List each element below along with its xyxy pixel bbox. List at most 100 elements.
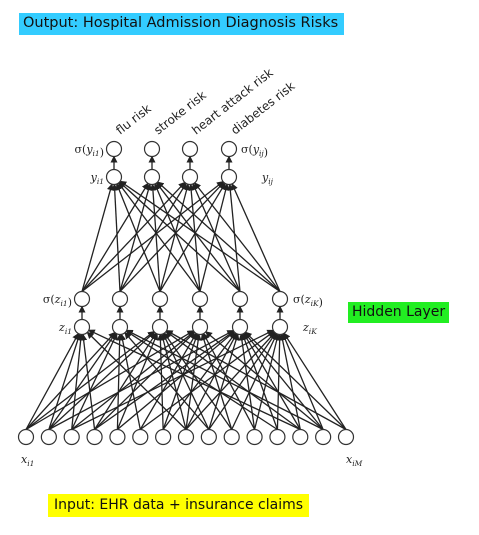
- input-node: [63, 428, 80, 446]
- input-hidden-edge: [208, 333, 240, 430]
- input-node: [86, 428, 103, 446]
- hidden-linear-node: [191, 318, 209, 336]
- input-node: [109, 428, 126, 446]
- output-sigmoid-node: [220, 140, 238, 158]
- input-node: [269, 428, 286, 446]
- hidden-output-edge: [119, 181, 225, 292]
- input-hidden-edge: [80, 333, 96, 430]
- math-label-y-last: yij: [261, 171, 274, 186]
- hidden-output-edge: [117, 182, 201, 292]
- input-hidden-edge: [185, 333, 202, 430]
- input-hidden-edge: [25, 331, 116, 430]
- input-hidden-edge: [71, 332, 118, 430]
- input-text: Input: EHR data + insurance claims: [54, 497, 304, 513]
- hidden-output-edge: [194, 182, 281, 292]
- input-hidden-edge: [165, 330, 347, 431]
- input-hidden-edge: [124, 331, 210, 430]
- hidden-layer-banner: Hidden Layer: [348, 302, 450, 323]
- input-hidden-edge: [156, 333, 164, 430]
- hidden-output-edge: [119, 182, 187, 292]
- math-label-y-first: yi1: [90, 171, 104, 186]
- hidden-linear-node: [151, 318, 169, 336]
- output-risk-label: flu risk: [113, 101, 154, 137]
- output-linear-node: [143, 168, 161, 186]
- hidden-output-edge: [149, 183, 161, 292]
- math-label-x-last: xiM: [346, 453, 363, 468]
- math-label-sigma-y-first: σ(yi1): [75, 143, 105, 159]
- input-node: [292, 428, 309, 446]
- hidden-output-edge: [231, 182, 281, 292]
- output-linear-node: [105, 168, 123, 186]
- input-hidden-edge: [119, 333, 141, 430]
- input-banner: Input: EHR data + insurance claims: [48, 494, 310, 517]
- hidden-output-edge: [226, 183, 241, 292]
- input-hidden-edge: [87, 329, 301, 431]
- hidden-output-edge: [199, 183, 230, 292]
- input-hidden-edge: [116, 333, 124, 430]
- hidden-output-edge: [111, 183, 121, 292]
- hidden-output-edge: [81, 180, 224, 293]
- node-pair-links: [78, 155, 284, 320]
- input-hidden-edge: [204, 331, 324, 430]
- input-hidden-edge: [71, 333, 85, 430]
- input-node: [223, 428, 240, 446]
- hidden-sigmoid-node: [73, 290, 91, 308]
- input-node: [246, 428, 263, 446]
- output-title-banner: Output: Hospital Admission Diagnosis Ris…: [19, 13, 345, 35]
- output-sigmoid-node: [181, 140, 199, 158]
- input-node: [337, 428, 355, 446]
- math-label-x-first: xi1: [21, 453, 34, 468]
- output-linear-node: [181, 168, 199, 186]
- hidden-output-edge: [119, 183, 152, 292]
- input-hidden-edge: [139, 332, 197, 430]
- math-label-z-last: ziK: [302, 321, 317, 336]
- hidden-output-edge: [153, 182, 201, 292]
- hidden-output-edge: [155, 182, 241, 292]
- math-label-z-first: zi1: [58, 321, 72, 336]
- hidden-linear-node: [231, 318, 249, 336]
- input-hidden-edge: [162, 332, 237, 430]
- input-node: [17, 428, 35, 446]
- input-node: [177, 428, 195, 446]
- hidden-output-edge: [118, 181, 241, 292]
- input-hidden-edge: [276, 333, 284, 430]
- input-hidden-edge: [94, 332, 157, 430]
- hidden-output-edge: [115, 183, 161, 292]
- hidden-sigmoid-node: [191, 290, 209, 308]
- input-node: [132, 428, 149, 446]
- hidden-sigmoid-node: [231, 290, 249, 308]
- output-title-text: Output: Hospital Admission Diagnosis Ris…: [23, 15, 339, 31]
- hidden-output-edge: [81, 182, 149, 292]
- math-label-sigma-z-first: σ(zi1): [43, 293, 72, 309]
- input-hidden-edge: [200, 333, 233, 430]
- hidden-output-edge: [159, 182, 226, 292]
- input-hidden-edge: [25, 332, 79, 430]
- input-node: [200, 428, 217, 446]
- hidden-sigmoid-node: [151, 290, 169, 308]
- hidden-output-edge: [81, 183, 114, 292]
- input-hidden-edge: [244, 332, 324, 430]
- hidden-output-edge: [187, 183, 201, 292]
- input-hidden-edge: [86, 331, 187, 430]
- input-hidden-edge: [125, 329, 324, 431]
- output-linear-node: [220, 168, 238, 186]
- hidden-linear-node: [73, 318, 91, 336]
- hidden-output-edge: [192, 182, 241, 292]
- hidden-sigmoid-node: [111, 290, 129, 308]
- hidden-output-edge: [81, 181, 186, 292]
- hidden-linear-node: [111, 318, 129, 336]
- hidden-layer-text: Hidden Layer: [352, 304, 446, 320]
- input-hidden-edge: [162, 332, 210, 430]
- input-hidden-edge: [279, 333, 301, 430]
- input-node: [155, 428, 172, 446]
- hidden-to-output-edges: [81, 180, 281, 293]
- input-node: [315, 428, 332, 446]
- hidden-output-edge: [159, 183, 190, 292]
- network-nodes: [17, 140, 355, 446]
- input-node: [40, 428, 57, 446]
- input-hidden-edge: [48, 332, 117, 430]
- hidden-sigmoid-node: [271, 290, 289, 308]
